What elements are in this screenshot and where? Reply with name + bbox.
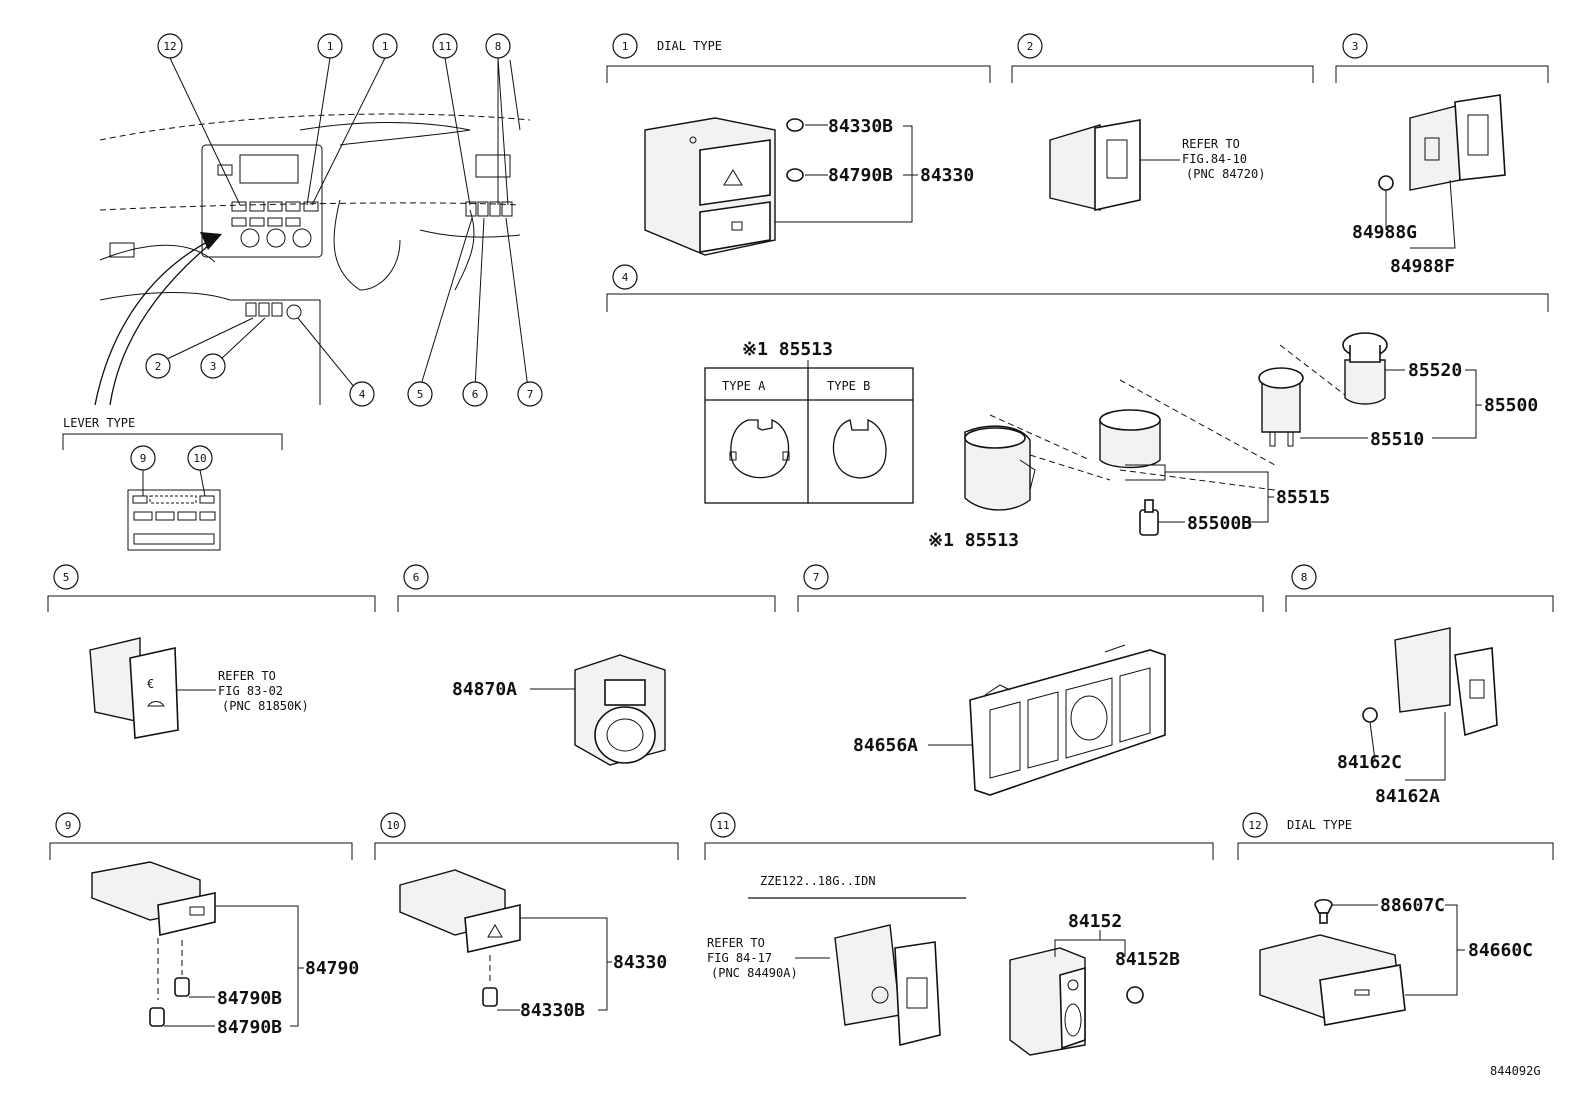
callout-11: 11 [438, 40, 451, 53]
callout-2: 2 [1027, 40, 1034, 53]
pn-85520: 85520 [1408, 360, 1462, 381]
pn-85513-typebox: ※1 85513 [742, 339, 833, 360]
pn-84988G: 84988G [1352, 222, 1417, 243]
pn-84790B-b: 84790B [217, 1017, 282, 1038]
section-7: 7 84656A [797, 564, 1264, 796]
callout-1: 1 [622, 40, 629, 53]
section-4-cigarette-lighter: 4 ※1 85513 TYPE A TYPE B ※1 85513 85500B [606, 264, 1549, 551]
svg-text:€: € [147, 677, 154, 691]
pn-84790B-a: 84790B [217, 988, 282, 1009]
ref-fig: FIG 84-17 [707, 951, 772, 965]
callout-6: 6 [413, 571, 420, 584]
callout-3: 3 [1352, 40, 1359, 53]
ref-fig: FIG 83-02 [218, 684, 283, 698]
callout-7: 7 [813, 571, 820, 584]
callout-6: 6 [472, 388, 479, 401]
callout-11: 11 [716, 819, 729, 832]
pn-84330B: 84330B [520, 1000, 585, 1021]
ref-pnc: (PNC 84720) [1186, 167, 1265, 181]
section-8: 8 84162C 84162A [1285, 564, 1554, 807]
callout-4: 4 [622, 271, 629, 284]
callout-12: 12 [163, 40, 176, 53]
callout-12: 12 [1248, 819, 1261, 832]
callout-9: 9 [65, 819, 72, 832]
callout-3: 3 [210, 360, 217, 373]
section-6: 6 84870A [397, 564, 776, 766]
ref-pnc: (PNC 84490A) [711, 966, 798, 980]
callout-1: 1 [382, 40, 389, 53]
figure-code: 844092G [1490, 1064, 1541, 1078]
callout-7: 7 [527, 388, 534, 401]
section-11: 11 ZZE122..18G..IDN REFER TO FIG 84-17 (… [704, 812, 1214, 1056]
pn-88607C: 88607C [1380, 895, 1445, 916]
ref-fig: FIG.84-10 [1182, 152, 1247, 166]
callout-1: 1 [327, 40, 334, 53]
section-1-dial-type: 1 DIAL TYPE 84330B 84790B 84330 [606, 33, 991, 256]
pn-84152B: 84152B [1115, 949, 1180, 970]
callout-5: 5 [417, 388, 424, 401]
section-2: 2 REFER TO FIG.84-10 (PNC 84720) [1011, 33, 1314, 211]
ref-refer-to: REFER TO [218, 669, 276, 683]
ref-refer-to: REFER TO [707, 936, 765, 950]
callout-9: 9 [140, 452, 147, 465]
pn-84660C: 84660C [1468, 940, 1533, 961]
ref-refer-to: REFER TO [1182, 137, 1240, 151]
pn-84790: 84790 [305, 958, 359, 979]
section-9: 9 84790B 84790B 84790 [49, 812, 359, 1038]
dial-type-label: DIAL TYPE [1287, 818, 1352, 832]
callout-10: 10 [193, 452, 206, 465]
callout-2: 2 [155, 360, 162, 373]
pn-85510: 85510 [1370, 429, 1424, 450]
pn-85515: 85515 [1276, 487, 1330, 508]
dashboard-overview [94, 57, 531, 406]
type-b-label: TYPE B [827, 379, 870, 393]
section-3: 3 84988G 84988F [1335, 33, 1549, 277]
pn-84656A: 84656A [853, 735, 918, 756]
condition-label: ZZE122..18G..IDN [760, 874, 876, 888]
pn-84988F: 84988F [1390, 256, 1455, 277]
callout-10: 10 [386, 819, 399, 832]
pn-84152: 84152 [1068, 911, 1122, 932]
pn-84790B: 84790B [828, 165, 893, 186]
lever-type-label: LEVER TYPE [63, 416, 135, 430]
callout-8: 8 [1301, 571, 1308, 584]
pn-85500: 85500 [1484, 395, 1538, 416]
section-10: 10 84330B 84330 [374, 812, 679, 1021]
ref-pnc: (PNC 81850K) [222, 699, 309, 713]
section-5: 5 € REFER TO FIG 83-02 (PNC 81850K) [47, 564, 376, 739]
pn-84870A: 84870A [452, 679, 517, 700]
pn-84330: 84330 [920, 165, 974, 186]
pn-84162C: 84162C [1337, 752, 1402, 773]
callout-5: 5 [63, 571, 70, 584]
lever-type-panel: LEVER TYPE 9 10 [62, 416, 283, 551]
pn-84330B: 84330B [828, 116, 893, 137]
dial-type-label: DIAL TYPE [657, 39, 722, 53]
callout-8: 8 [495, 40, 502, 53]
center-switch-row [231, 201, 319, 227]
pn-85513-sleeve: ※1 85513 [928, 530, 1019, 551]
pn-84162A: 84162A [1375, 786, 1440, 807]
callout-4: 4 [359, 388, 366, 401]
section-12-dial-type: 12 DIAL TYPE 88607C 84660C [1237, 812, 1554, 1026]
type-a-label: TYPE A [722, 379, 766, 393]
overview-callouts: 12 1 1 11 8 2 3 4 5 6 7 [145, 33, 543, 407]
pn-84330: 84330 [613, 952, 667, 973]
pn-85500B: 85500B [1187, 513, 1252, 534]
